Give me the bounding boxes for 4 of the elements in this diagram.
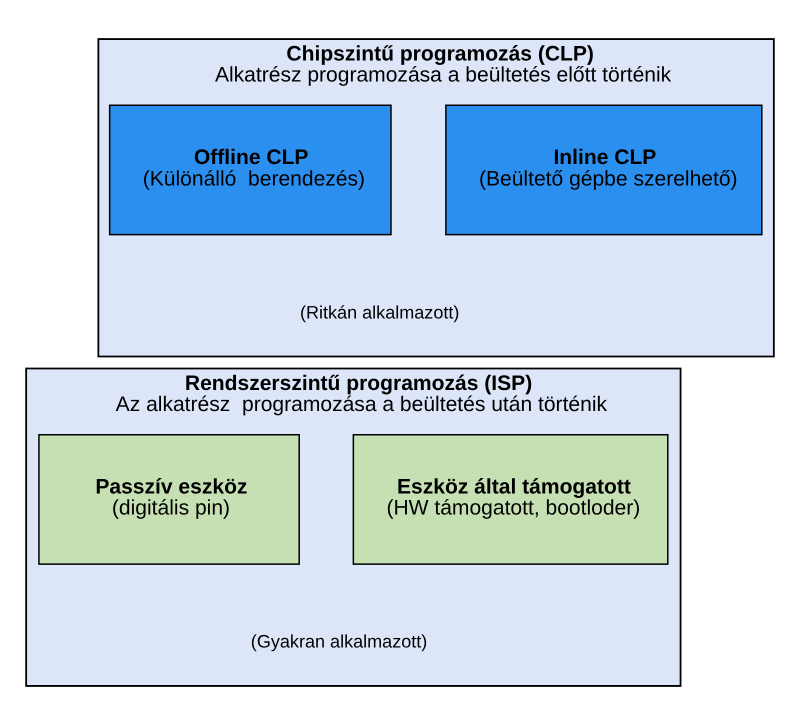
- node-box: Eszköz által támogatott (HW támogatott, bootloder): [352, 433, 669, 564]
- node-box: Passzív eszköz (digitális pin): [38, 433, 300, 564]
- node-box: Inline CLP (Beültető gépbe szerelhető): [445, 104, 763, 235]
- node-box: Offline CLP (Különálló berendezés): [108, 104, 392, 235]
